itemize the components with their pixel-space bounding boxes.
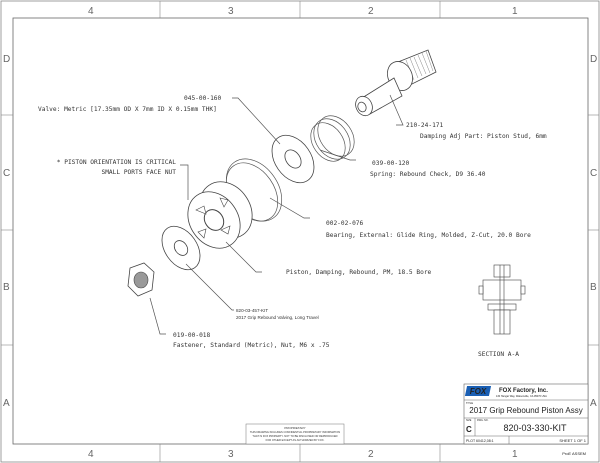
zone-col-2-bottom: 2 — [368, 449, 374, 460]
callout-description: Damping Adj Part: Piston Stud, 6mm — [420, 133, 547, 140]
zone-row-a-right: A — [590, 398, 597, 409]
zone-col-2: 2 — [368, 6, 374, 17]
nut — [127, 262, 155, 297]
zone-row-d: D — [3, 54, 10, 65]
zone-col-1: 1 — [512, 6, 518, 17]
valve-shim — [271, 134, 315, 184]
sheet-number: SHEET 1 OF 1 — [559, 438, 586, 443]
zone-col-4-bottom: 4 — [88, 449, 94, 460]
zone-row-c-right: C — [590, 168, 597, 179]
zone-row-b: B — [3, 282, 10, 293]
dwg-no-label: DWG. NO. — [477, 419, 489, 422]
drawing-number: 820-03-330-KIT — [503, 423, 567, 433]
callout-description: Fastener, Standard (Metric), Nut, M6 x .… — [173, 342, 330, 349]
proprietary-line: THAT IS FOX PROPERTY. NOT TO BE DISCLOSE… — [252, 434, 337, 438]
piston-stud — [355, 49, 437, 117]
drawing-size: C — [466, 425, 472, 434]
callouts: 045-00-160 Valve: Metric [17.35mm OD X 7… — [38, 95, 547, 349]
zone-row-a: A — [3, 398, 10, 409]
callout-part-number: 045-00-160 — [184, 95, 222, 102]
company-address: 130 Hangar Way, Watsonville, CA 95076 US… — [496, 395, 547, 398]
rebound-check-spring — [310, 115, 355, 162]
zone-col-1-bottom: 1 — [512, 449, 518, 460]
proprietary-note: PROPRIETARY THIS DRAWING INCLUDES CONFID… — [245, 423, 345, 445]
leader-lines — [149, 94, 404, 335]
proprietary-title: PROPRIETARY — [284, 426, 305, 430]
callout-part-number: 019-00-018 — [173, 332, 211, 339]
size-label: SIZE — [466, 419, 472, 422]
proprietary-line: THIS DRAWING INCLUDES CONFIDENTIAL PROPR… — [250, 430, 340, 434]
drawing-title: 2017 Grip Rebound Piston Assy — [469, 406, 582, 415]
callout-description: Valve: Metric [17.35mm OD X 7mm ID X 0.1… — [38, 106, 217, 113]
zone-labels: 4 3 2 1 4 3 2 1 D C B A D C B A — [3, 6, 597, 460]
title-label: TITLE — [466, 401, 473, 405]
plot-info: PLOT 60412,08:1 — [466, 439, 494, 443]
orientation-note-line1: * PISTON ORIENTATION IS CRITICAL — [57, 159, 176, 166]
section-label: SECTION A-A — [478, 351, 519, 358]
callout-description: 2017 Grip Rebound Valving, Long Travel — [236, 315, 319, 320]
callout-description: Piston, Damping, Rebound, PM, 18.5 Bore — [286, 269, 432, 276]
callout-part-number: 039-00-120 — [372, 160, 410, 167]
piston — [187, 181, 253, 249]
callout-description: Spring: Rebound Check, D9 36.40 — [370, 171, 486, 178]
callout-part-number: 820-03-457-KIT — [236, 308, 268, 313]
fox-logo — [464, 386, 492, 396]
software-label: ProE ASSEM — [562, 451, 586, 456]
fox-logo-text: FOX — [470, 387, 487, 396]
orientation-note-line2: SMALL PORTS FACE NUT — [101, 169, 176, 176]
zone-col-4: 4 — [88, 6, 94, 17]
proprietary-line: FOR OTHER EXCEPT AS AUTHORIZED BY FOX. — [266, 438, 325, 442]
section-view — [478, 264, 526, 335]
title-block: FOX FOX Factory, Inc. 130 Hangar Way, Wa… — [463, 383, 589, 456]
zone-row-c: C — [3, 168, 10, 179]
zone-col-3: 3 — [228, 6, 234, 17]
company-name: FOX Factory, Inc. — [499, 388, 548, 394]
zone-row-b-right: B — [590, 282, 597, 293]
shim-washer — [161, 225, 201, 271]
callout-part-number: 002-02-076 — [326, 220, 364, 227]
inner-border — [12, 17, 589, 445]
zone-col-3-bottom: 3 — [228, 449, 234, 460]
zone-row-d-right: D — [590, 54, 597, 65]
callout-description: Bearing, External: Glide Ring, Molded, Z… — [326, 232, 531, 239]
callout-part-number: 210-24-171 — [406, 122, 444, 129]
